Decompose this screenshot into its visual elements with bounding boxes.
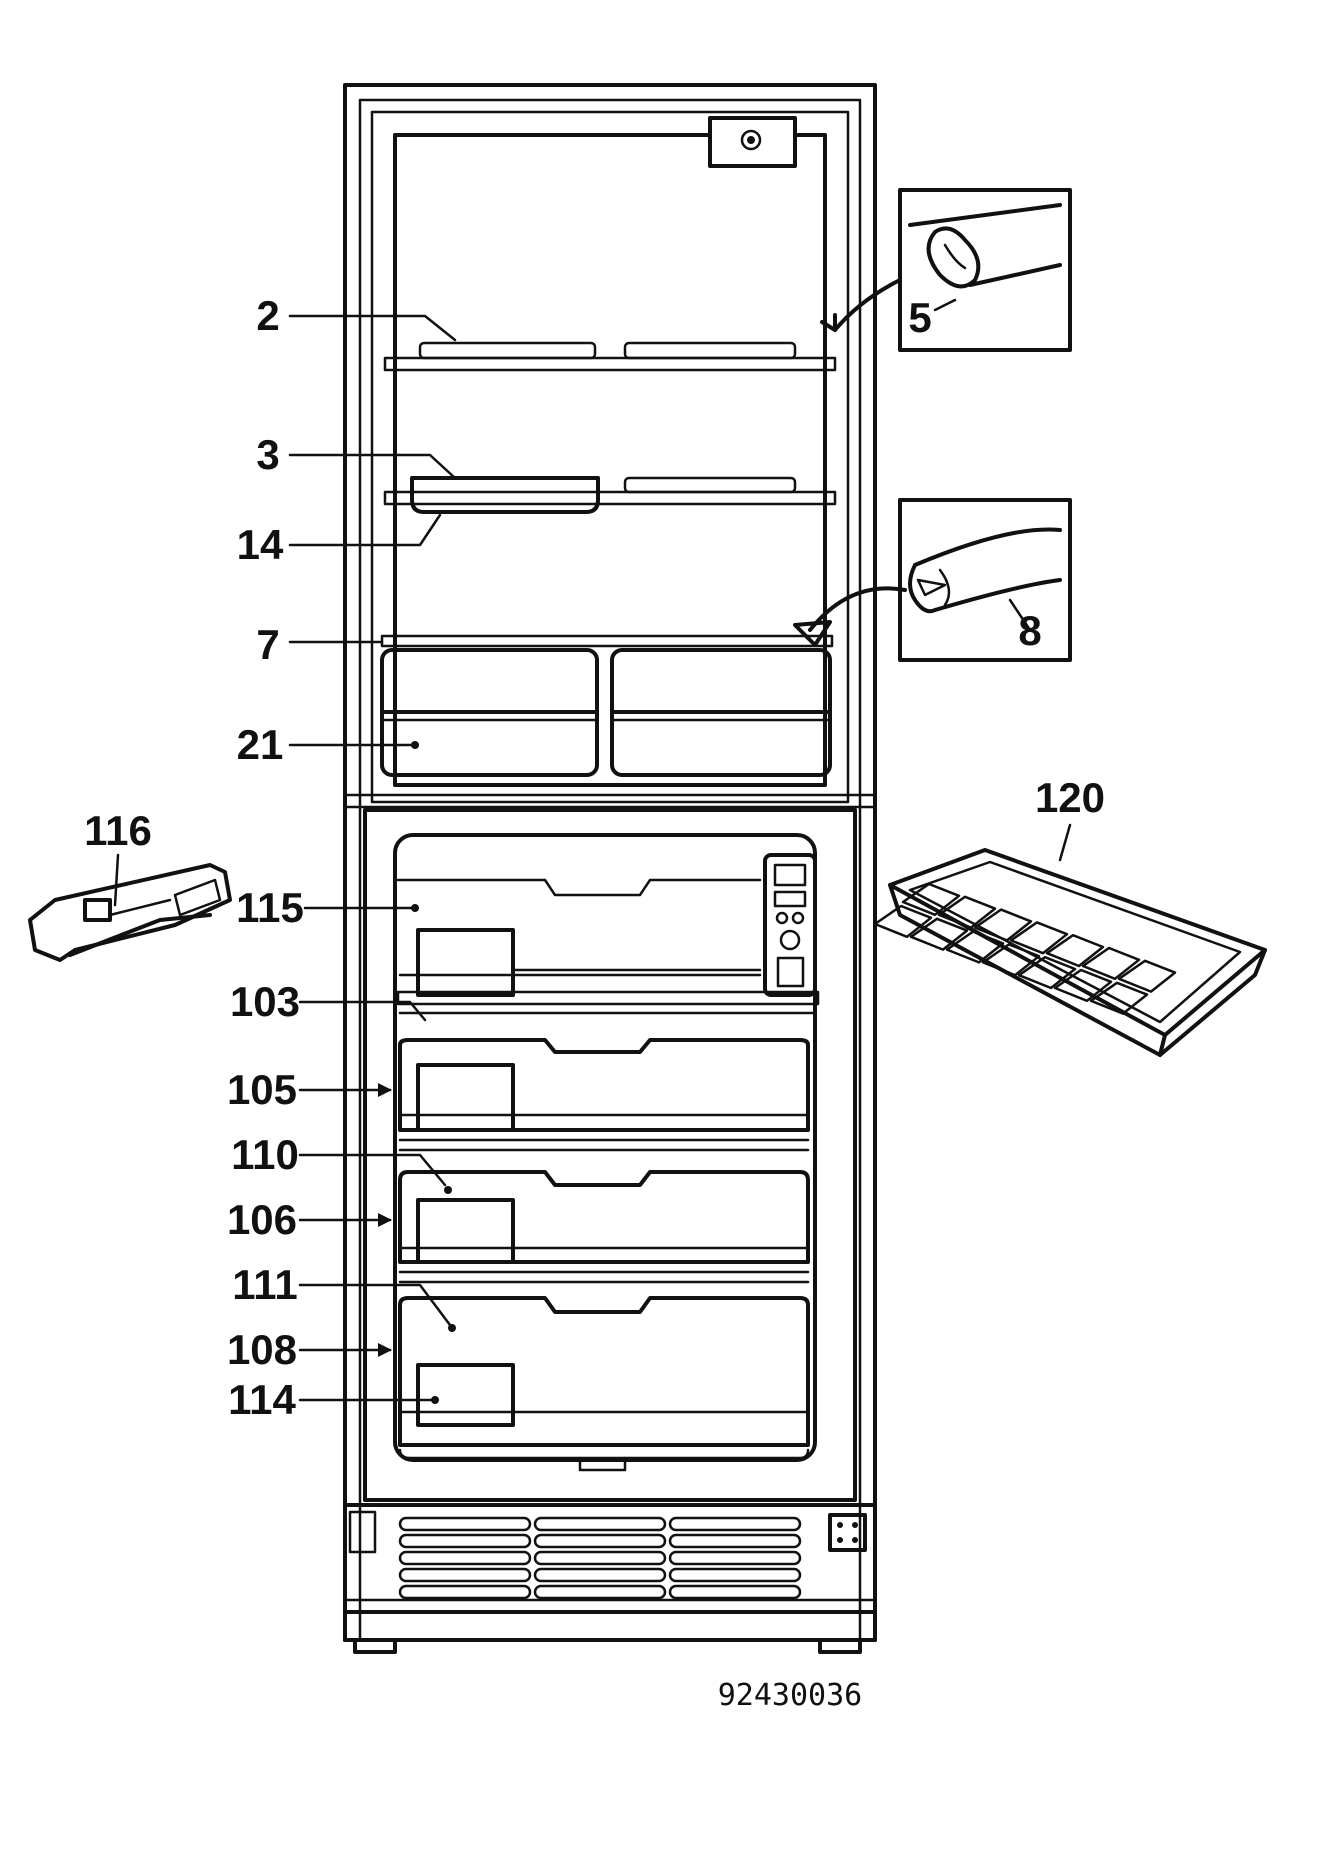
ice-tray-cell: [981, 943, 1041, 977]
part-116-scraper: [28, 863, 232, 962]
callout-106: 106: [227, 1196, 297, 1243]
callout-3: 3: [256, 431, 279, 478]
grille-slot: [533, 1516, 667, 1532]
gasket-inset-5: [820, 188, 1072, 352]
grille-slots: [398, 1516, 802, 1600]
grille-slot: [398, 1567, 532, 1583]
ice-tray-cell: [901, 882, 961, 917]
grille-slot: [398, 1516, 532, 1532]
callout-116: 116: [84, 807, 152, 854]
grille-slot: [668, 1533, 802, 1549]
callout-108: 108: [227, 1326, 297, 1373]
grille-slot: [668, 1584, 802, 1600]
callout-7: 7: [256, 621, 279, 668]
callout-111: 111: [232, 1261, 297, 1308]
crisper-drawers: [380, 648, 832, 777]
grille-slot: [398, 1550, 532, 1566]
callout-21: 21: [237, 721, 284, 768]
ice-tray-cell: [873, 904, 933, 939]
ice-tray-cell: [1045, 933, 1105, 968]
ice-tray-cells: [873, 882, 1177, 1015]
shelf-middle: [383, 476, 837, 514]
ice-tray-cell: [1081, 946, 1141, 981]
freezer-drawer-105: [398, 1038, 810, 1152]
ice-tray-cell: [1117, 959, 1177, 993]
freezer-top-section: [396, 853, 817, 997]
callout-5: 5: [908, 294, 931, 341]
callout-labels: 2 3 14 7 21 5 8 116 115 103 105 110 106 …: [84, 292, 1105, 1423]
callout-103: 103: [230, 978, 300, 1025]
ice-tray-cell: [1053, 968, 1113, 1003]
ice-tray-cell: [1089, 981, 1149, 1015]
freezer-plate-103: [396, 990, 820, 1015]
part-120-ice-tray: [888, 848, 1267, 1057]
shelf-upper: [383, 341, 837, 372]
grille-slot: [398, 1584, 532, 1600]
ice-tray-cell: [945, 930, 1005, 964]
grille-slot: [398, 1533, 532, 1549]
callout-14: 14: [237, 521, 284, 568]
callout-120: 120: [1035, 774, 1105, 821]
drawing-number: 92430036: [718, 1678, 863, 1713]
grille-slot: [533, 1584, 667, 1600]
gasket-inset-8: [793, 498, 1072, 662]
callout-110: 110: [231, 1131, 299, 1178]
callout-114: 114: [228, 1376, 296, 1423]
callout-8: 8: [1018, 607, 1041, 654]
ice-tray-cell: [909, 917, 969, 951]
callout-2: 2: [256, 292, 279, 339]
freezer-drawer-106: [398, 1170, 810, 1284]
callout-115: 115: [236, 884, 304, 931]
cabinet: [343, 83, 877, 1642]
crisper-cover: [380, 634, 834, 648]
ice-tray-cell: [1017, 955, 1077, 990]
callout-105: 105: [227, 1066, 297, 1113]
thermostat-housing: [708, 116, 797, 168]
grille-slot: [668, 1516, 802, 1532]
grille-slot: [533, 1567, 667, 1583]
grille-slot: [668, 1567, 802, 1583]
cabinet-base: [343, 1598, 877, 1654]
ice-tray-cell: [973, 908, 1033, 942]
grille-slot: [533, 1533, 667, 1549]
grille-slot: [533, 1550, 667, 1566]
vent-grille: [343, 1503, 877, 1642]
freezer-drawer-108: [398, 1296, 810, 1472]
ice-tray-cell: [937, 895, 997, 929]
leader-lines: [113, 298, 1072, 1404]
ice-tray-cell: [1009, 921, 1069, 955]
grille-slot: [668, 1550, 802, 1566]
